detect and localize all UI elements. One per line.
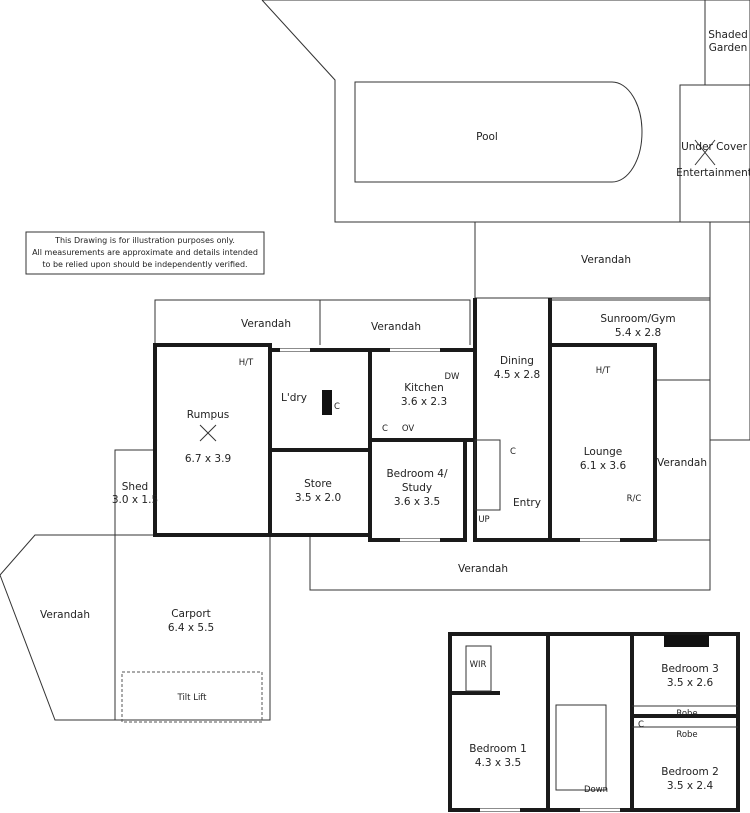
- stairs-down-label: Down: [584, 785, 608, 795]
- rumpus-name: Rumpus: [187, 409, 230, 421]
- cupboard-label-entry: C: [510, 447, 516, 457]
- bedroom1-size: 4.3 x 3.5: [475, 757, 521, 769]
- entry-label: Entry: [513, 497, 541, 509]
- ceiling-fan-icon: [199, 424, 217, 442]
- hot-water-label-2: H/T: [596, 366, 611, 376]
- dining-name: Dining: [500, 355, 534, 367]
- upper-floor-walls: [448, 632, 740, 812]
- carport-size: 6.4 x 5.5: [168, 622, 214, 634]
- under-cover-label: Under Cover: [681, 141, 748, 153]
- verandah-label-top: Verandah: [581, 254, 631, 266]
- shaded-garden-label: Shaded: [708, 29, 748, 41]
- shed-name: Shed: [122, 481, 148, 493]
- robe-label-2: Robe: [676, 730, 697, 740]
- carport-name: Carport: [171, 608, 211, 620]
- bedroom3-name: Bedroom 3: [661, 663, 719, 675]
- dishwasher-label: DW: [445, 372, 461, 382]
- cupboard-label-kitchen: C: [382, 424, 388, 434]
- rumpus-size: 6.7 x 3.9: [185, 453, 231, 465]
- verandah-label-mid: Verandah: [371, 321, 421, 333]
- disclaimer-line-3: to be relied upon should be independentl…: [42, 260, 247, 269]
- lounge-size: 6.1 x 3.6: [580, 460, 627, 472]
- kitchen-size: 3.6 x 2.3: [401, 396, 447, 408]
- laundry-label: L'dry: [281, 392, 307, 404]
- cupboard-label-laundry: C: [334, 402, 340, 412]
- kitchen-name: Kitchen: [404, 382, 443, 394]
- shaded-garden-label-2: Garden: [709, 42, 747, 54]
- disclaimer-box: [25, 231, 265, 275]
- bedroom4-size: 3.6 x 3.5: [394, 496, 440, 508]
- under-cover-label-2: Entertainment: [676, 167, 750, 179]
- bedroom2-size: 3.5 x 2.4: [667, 780, 714, 792]
- reverse-cycle-label: R/C: [627, 494, 642, 504]
- disclaimer-line-2: All measurements are approximate and det…: [32, 248, 258, 257]
- verandah-label-right: Verandah: [657, 457, 707, 469]
- bedroom4-name-2: Study: [402, 482, 432, 494]
- bedroom1-name: Bedroom 1: [469, 743, 527, 755]
- bedroom3-size: 3.5 x 2.6: [667, 677, 714, 689]
- stairs-up-label: UP: [478, 515, 489, 525]
- dining-size: 4.5 x 2.8: [494, 369, 540, 381]
- tilt-lift-label: Tilt Lift: [177, 693, 208, 703]
- tilt-lift-door: [121, 671, 263, 723]
- sunroom-size: 5.4 x 2.8: [615, 327, 661, 339]
- pool-shape: [354, 81, 643, 183]
- disclaimer-line-1: This Drawing is for illustration purpose…: [54, 236, 235, 245]
- wir-label: WIR: [470, 660, 487, 670]
- outdoor-outlines: [0, 0, 750, 723]
- bedroom4-name: Bedroom 4/: [386, 468, 448, 480]
- shed-size: 3.0 x 1.5: [112, 494, 158, 506]
- pool-label: Pool: [476, 131, 498, 143]
- oven-label: OV: [402, 424, 415, 434]
- hot-water-label: H/T: [239, 358, 254, 368]
- under-cover-area: [679, 84, 750, 223]
- robe-label-1: Robe: [676, 709, 697, 719]
- cupboard-label-upper: C: [638, 720, 644, 730]
- sunroom-name: Sunroom/Gym: [600, 313, 675, 325]
- verandah-label-carport: Verandah: [40, 609, 90, 621]
- lounge-name: Lounge: [584, 446, 623, 458]
- bedroom2-name: Bedroom 2: [661, 766, 719, 778]
- ground-floor-walls: [153, 298, 711, 542]
- store-size: 3.5 x 2.0: [295, 492, 341, 504]
- verandah-label-left: Verandah: [241, 318, 291, 330]
- store-name: Store: [304, 478, 332, 490]
- verandah-label-bottom: Verandah: [458, 563, 508, 575]
